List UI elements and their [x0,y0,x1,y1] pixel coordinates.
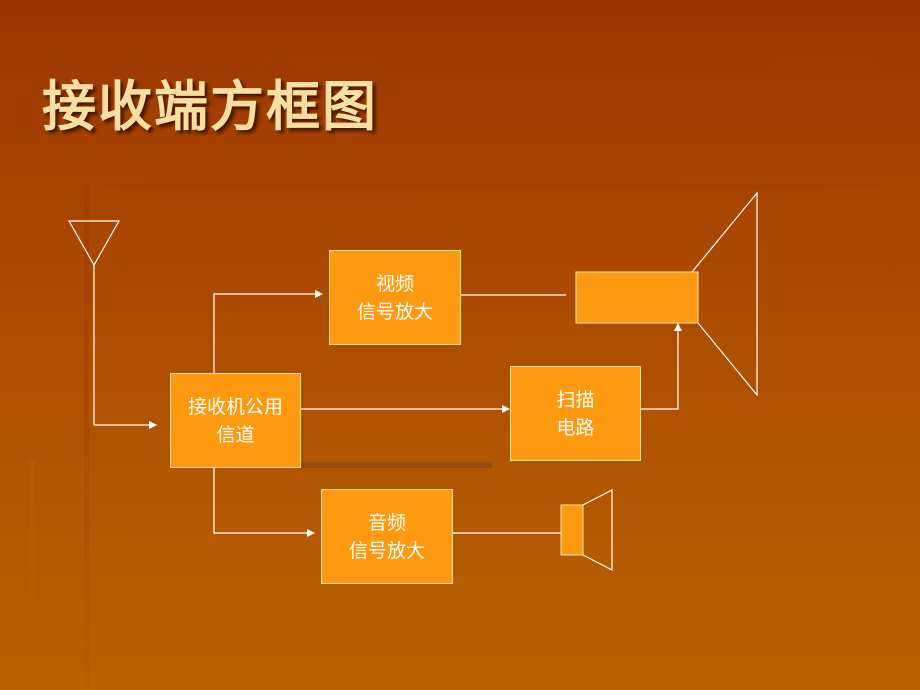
picture-tube-icon [575,191,758,397]
block-scan-circuit-line2: 电路 [556,416,595,439]
block-audio-amp: 音频 信号放大 [321,489,453,584]
slide-title: 接收端方框图 [42,75,378,138]
wire-channel-to-video [213,290,323,374]
wire-scan-to-crt [641,323,682,410]
block-common-channel-line1: 接收机公用 [187,395,283,418]
decor-shadow-bar [300,462,492,468]
antenna-icon [67,220,121,425]
block-video-amp-line2: 信号放大 [356,300,433,323]
decor-band-vertical [84,183,89,690]
decor-band-vertical-left [30,460,35,690]
block-video-amp-line1: 视频 [375,272,414,295]
block-audio-amp-line1: 音频 [367,511,406,534]
decor-band-horizontal [86,183,920,189]
speaker-icon [560,489,613,571]
block-video-amp: 视频 信号放大 [329,250,461,345]
block-scan-circuit: 扫描 电路 [510,366,641,461]
block-common-channel: 接收机公用 信道 [170,373,301,468]
block-audio-amp-line2: 信号放大 [348,539,425,562]
wire-channel-to-audio [213,468,315,537]
block-common-channel-line2: 信道 [216,423,255,446]
block-scan-circuit-line1: 扫描 [556,388,595,411]
